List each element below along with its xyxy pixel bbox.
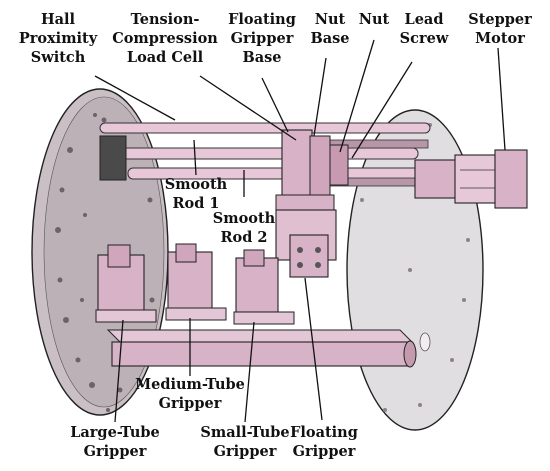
small-tube-gripper [233, 249, 295, 325]
label-line: Gripper [231, 30, 294, 47]
label-line: Proximity [19, 30, 98, 47]
label-line: Base [310, 30, 349, 47]
label-line: Floating [290, 424, 358, 441]
label-medium-tube-gripper: Medium-Tube Gripper [135, 376, 245, 412]
label-nut-base: Nut Base [310, 11, 349, 47]
large-tube-gripper [95, 244, 157, 323]
label-floating-gripper-base: Floating Gripper Base [228, 11, 296, 66]
label-line: Gripper [84, 443, 147, 460]
stepper-motor [414, 149, 528, 209]
label-line: Tension- [131, 11, 200, 28]
label-line: Nut [315, 11, 346, 28]
label-smooth-rod-1: Smooth Rod 1 [165, 176, 228, 212]
leader-lines [94, 39, 506, 423]
upper-rods [99, 122, 431, 187]
label-line: Base [242, 49, 281, 66]
label-line: Medium-Tube [135, 376, 245, 393]
floating-gripper-carriage [275, 129, 349, 278]
label-line: Load Cell [127, 49, 204, 66]
label-line: Smooth [165, 176, 228, 193]
label-line: Rod 2 [221, 229, 268, 246]
label-nut: Nut [359, 11, 390, 28]
label-line: Smooth [213, 210, 276, 227]
label-line: Switch [31, 49, 86, 66]
label-line: Gripper [159, 395, 222, 412]
bottom-beam [106, 329, 417, 368]
label-line: Nut [359, 11, 390, 28]
label-large-tube-gripper: Large-Tube Gripper [70, 424, 160, 460]
label-hall-proximity-switch: Hall Proximity Switch [19, 11, 98, 66]
label-line: Hall [41, 11, 76, 28]
label-line: Gripper [293, 443, 356, 460]
label-line: Floating [228, 11, 296, 28]
medium-tube-gripper [165, 243, 227, 321]
label-lead-screw: Lead Screw [400, 11, 449, 47]
label-stepper-motor: Stepper Motor [468, 11, 532, 47]
label-line: Gripper [214, 443, 277, 460]
label-load-cell: Tension- Compression Load Cell [112, 11, 218, 66]
label-line: Stepper [468, 11, 532, 28]
label-line: Large-Tube [70, 424, 160, 441]
label-line: Screw [400, 30, 449, 47]
label-smooth-rod-2: Smooth Rod 2 [213, 210, 276, 246]
label-small-tube-gripper: Small-Tube Gripper [200, 424, 289, 460]
label-floating-gripper: Floating Gripper [290, 424, 358, 460]
label-line: Small-Tube [200, 424, 289, 441]
label-line: Lead [405, 11, 444, 28]
label-line: Compression [112, 30, 218, 47]
label-line: Rod 1 [173, 195, 220, 212]
label-line: Motor [475, 30, 525, 47]
